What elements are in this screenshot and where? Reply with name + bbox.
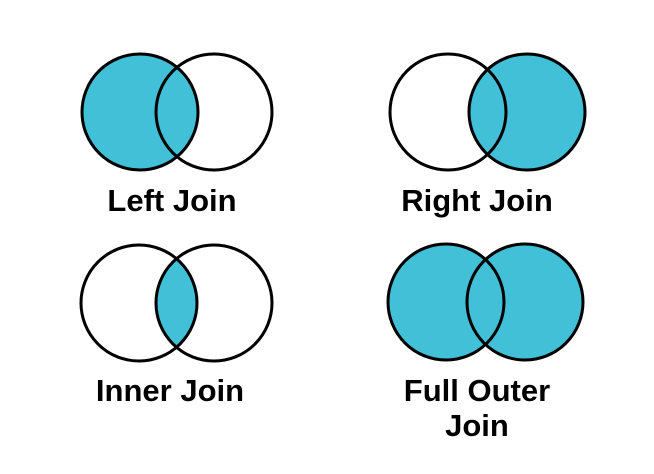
label-full-outer-join: Full Outer Join [403, 373, 551, 443]
venn-inner-join [79, 243, 274, 363]
left-circle-outline [80, 52, 200, 172]
left-circle-outline [386, 242, 506, 362]
label-inner-join: Inner Join [95, 373, 245, 408]
label-left-join: Left Join [107, 183, 237, 218]
venn-right-join [388, 52, 587, 172]
venn-full-outer-join [386, 242, 585, 362]
venn-left-join [80, 52, 274, 172]
left-circle-outline [79, 243, 199, 363]
right-circle-outline [465, 242, 585, 362]
intersection-region [156, 54, 198, 170]
right-circle-outline [154, 52, 274, 172]
label-right-join: Right Join [401, 183, 553, 218]
intersection-region [156, 245, 197, 361]
left-circle-outline [388, 52, 508, 172]
right-circle-outline [154, 243, 274, 363]
right-circle-outline [467, 52, 587, 172]
